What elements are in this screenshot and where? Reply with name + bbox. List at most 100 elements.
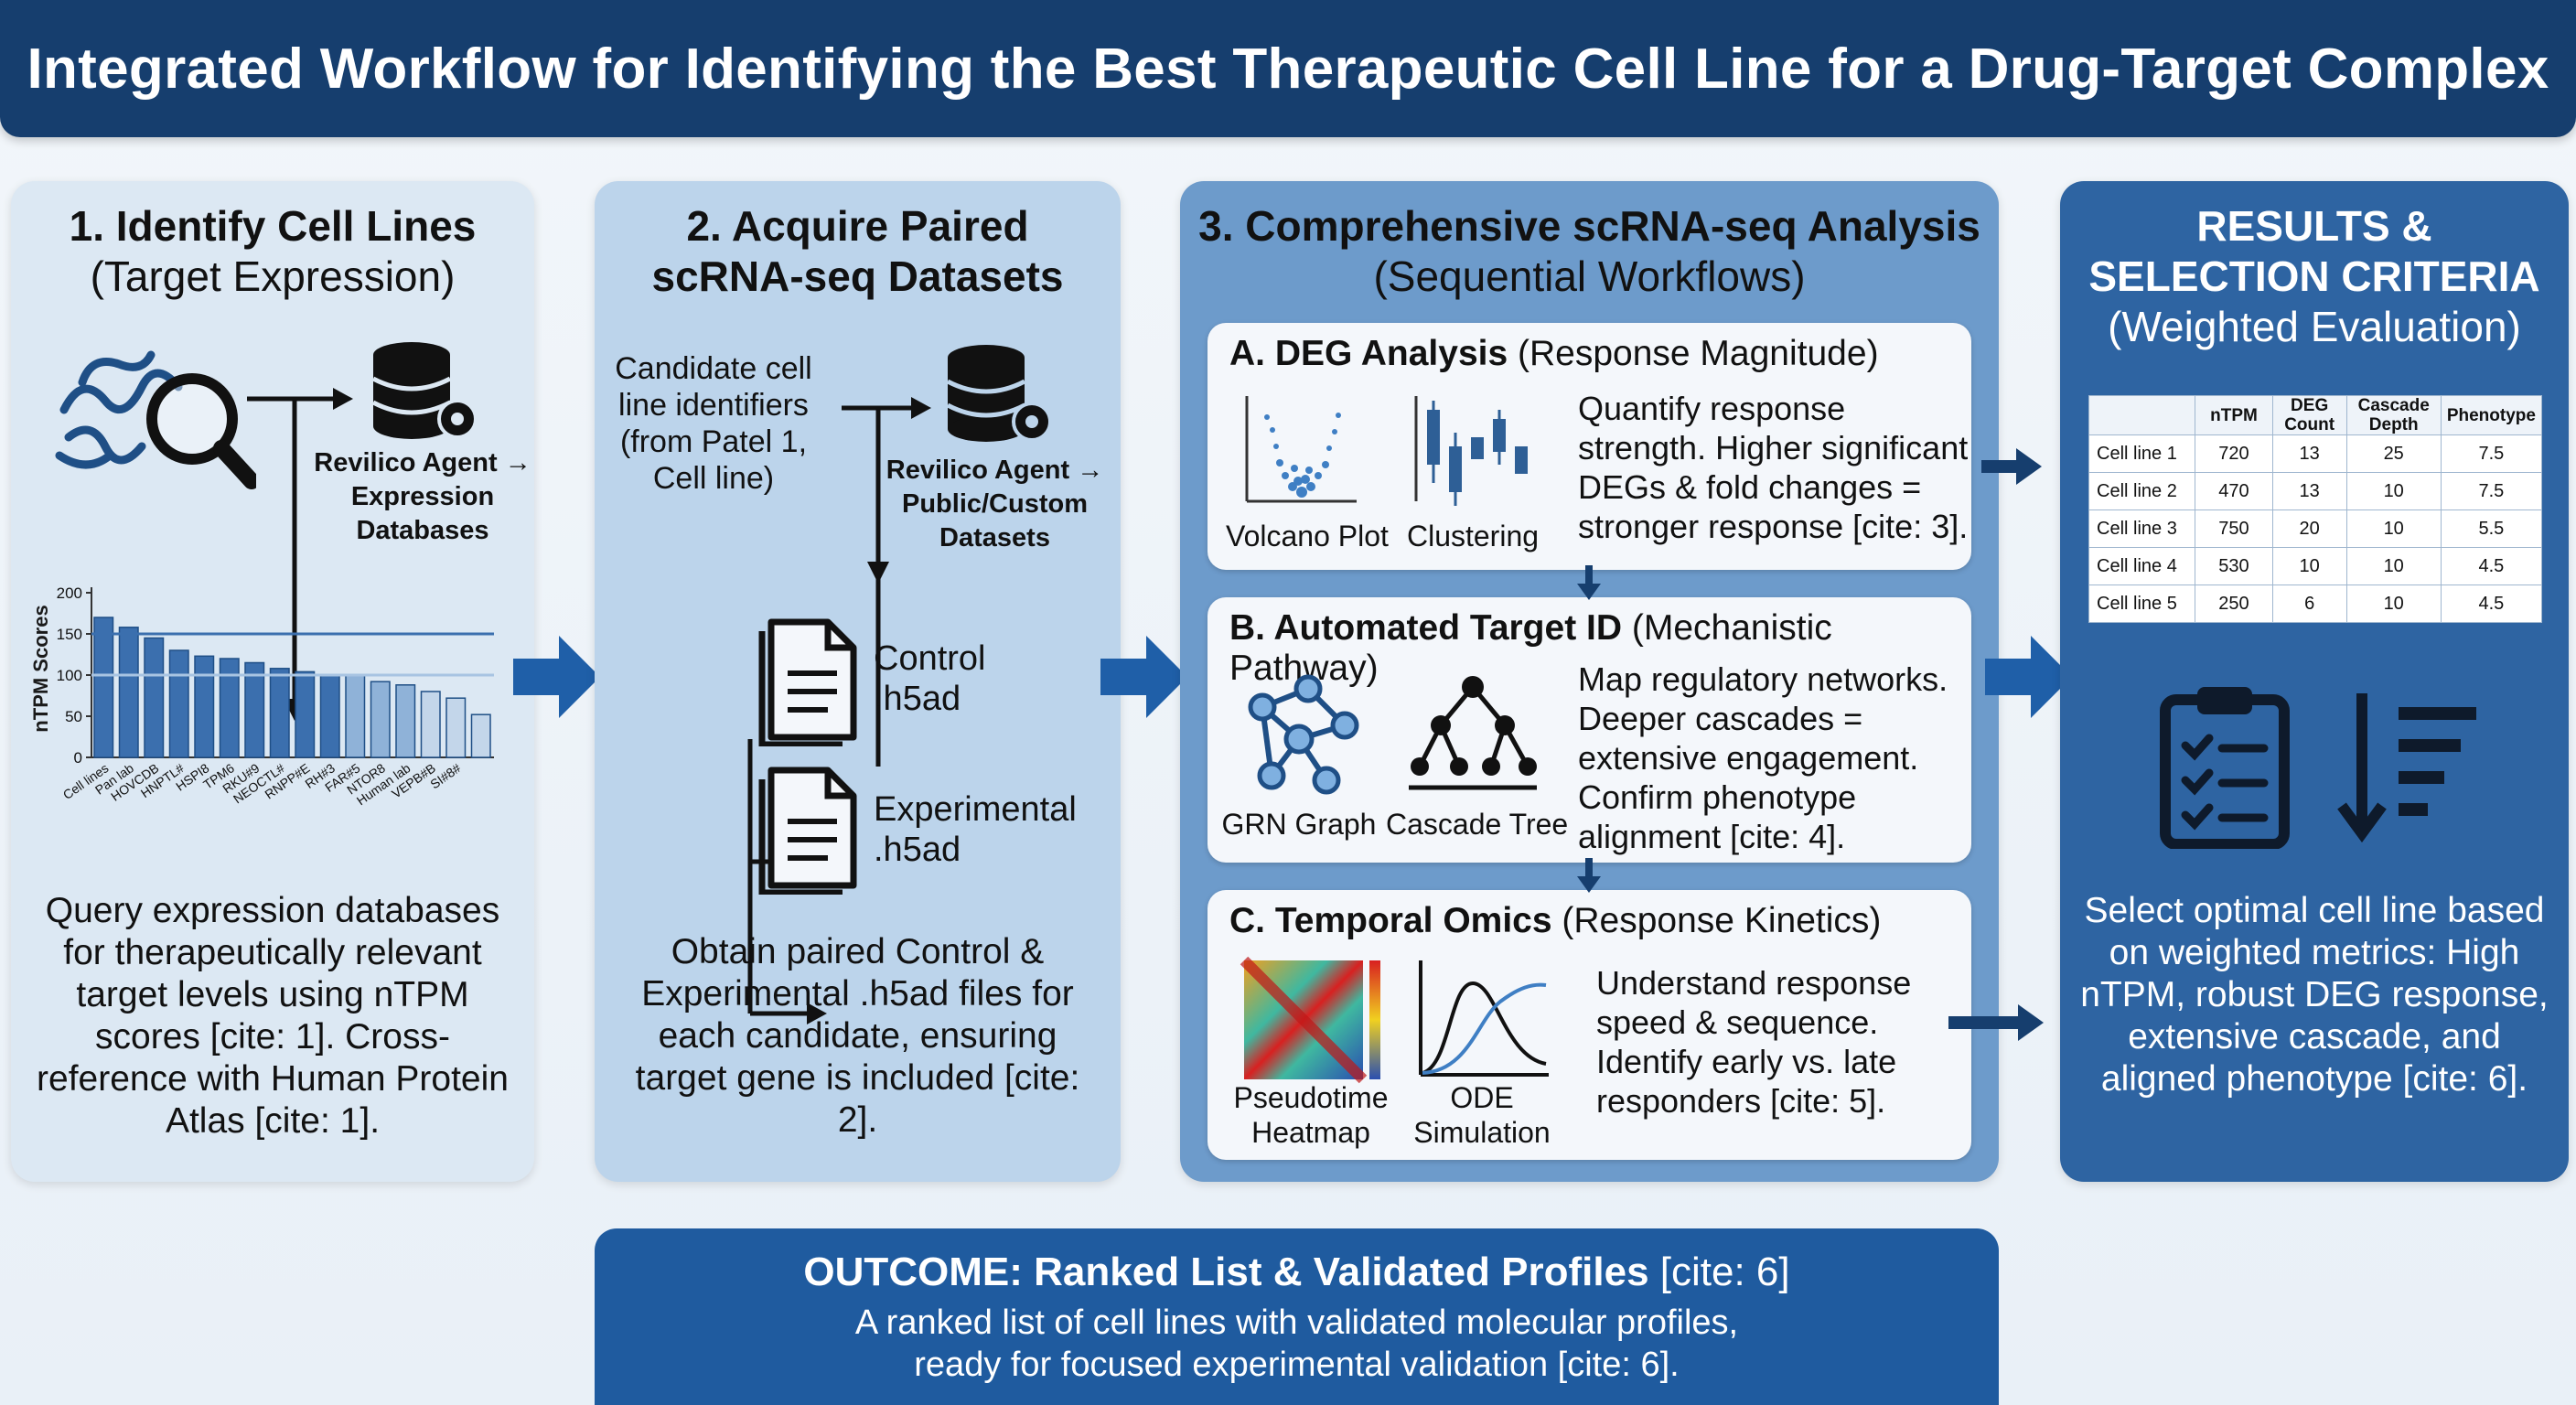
outcome-line1: A ranked list of cell lines with validat… [854, 1303, 1739, 1342]
table-cell: 13 [2271, 472, 2347, 510]
clustering-icon [1414, 396, 1528, 506]
table-cell: Cell line 4 [2088, 547, 2196, 585]
card-a-title: A. DEG Analysis [1229, 334, 1508, 373]
table-header-cell: Phenotype [2440, 395, 2543, 435]
table-cell: Cell line 1 [2088, 434, 2196, 473]
card-b-text: Map regulatory networks. Deeper cascades… [1578, 660, 1948, 855]
cascade-tree-icon [1409, 676, 1537, 790]
table-cell: 470 [2195, 472, 2273, 510]
panel1-agent-label: Revilico Agent → Expression Databases [314, 448, 531, 545]
table-cell: 10 [2345, 509, 2442, 548]
panel-acquire-datasets: 2. Acquire Paired scRNA-seq Datasets Can… [595, 181, 1121, 1182]
table-row: Cell line 4 530 10 10 4.5 [2088, 547, 2543, 585]
table-cell: Cell line 2 [2088, 472, 2196, 510]
title-banner: Integrated Workflow for Identifying the … [0, 0, 2576, 137]
chart-bar [295, 670, 316, 758]
table-cell: 530 [2195, 547, 2273, 585]
table-cell: 4.5 [2440, 547, 2543, 585]
panel-identify-cell-lines: 1. Identify Cell Lines (Target Expressio… [11, 181, 534, 1182]
chart-y-tick-label: 150 [57, 626, 82, 643]
clipboard-checklist-icon [2160, 687, 2290, 849]
table-row: Cell line 2 470 13 10 7.5 [2088, 472, 2543, 510]
table-cell: 7.5 [2440, 434, 2543, 473]
card-deg-analysis: A. DEG Analysis (Response Magnitude) Vol… [1208, 323, 1971, 570]
chart-bar [319, 674, 340, 758]
table-cell: 720 [2195, 434, 2273, 473]
experimental-file-icon [758, 767, 857, 895]
panel4-title-line1: RESULTS & [2196, 202, 2432, 250]
table-cell: 20 [2271, 509, 2347, 548]
chart-bar [345, 674, 366, 758]
table-cell: Cell line 3 [2088, 509, 2196, 548]
volcano-plot-icon [1245, 396, 1357, 503]
table-row: Cell line 1 720 13 25 7.5 [2088, 434, 2543, 473]
chart-y-tick-label: 0 [74, 749, 82, 767]
table-cell: 10 [2345, 585, 2442, 623]
chart-bar [445, 697, 467, 758]
panel1-subtitle: (Target Expression) [90, 252, 456, 300]
table-cell: 5.5 [2440, 509, 2543, 548]
panel4-title-line2: SELECTION CRITERIA [2088, 252, 2540, 300]
card-temporal-omics: C. Temporal Omics (Response Kinetics) [1208, 890, 1971, 1160]
table-cell: Cell line 5 [2088, 585, 2196, 623]
panel2-title-line1: 2. Acquire Paired [686, 202, 1029, 250]
table-cell: 250 [2195, 585, 2273, 623]
chart-y-tick-label: 200 [57, 585, 82, 602]
outcome-title: OUTCOME: Ranked List & Validated Profile… [803, 1249, 1649, 1294]
database-gear-icon [371, 342, 478, 439]
table-cell: 7.5 [2440, 472, 2543, 510]
control-file-icon [758, 618, 857, 746]
grn-graph-icon [1248, 674, 1359, 795]
chart-bar [269, 668, 290, 758]
outcome-line2: ready for focused experimental validatio… [914, 1346, 1680, 1384]
table-row: Cell line 5 250 6 10 4.5 [2088, 585, 2543, 623]
table-cell: 10 [2345, 547, 2442, 585]
chart-bar [470, 713, 491, 758]
chart-bar [194, 655, 215, 758]
chart-y-tick-label: 50 [65, 708, 82, 725]
pseudotime-heatmap-icon [1240, 956, 1380, 1084]
outcome-title-cite: [cite: 6] [1659, 1249, 1790, 1294]
table-header-cell [2088, 395, 2196, 435]
card-b-title: B. Automated Target ID [1229, 608, 1623, 648]
table-cell: 10 [2345, 472, 2442, 510]
table-header-cell: DEG Count [2271, 395, 2347, 435]
panel2-title-line2: scRNA-seq Datasets [651, 252, 1064, 300]
card-a-subtitle: (Response Magnitude) [1518, 334, 1879, 373]
flow-arrow-3-to-4 [1985, 636, 2072, 718]
ode-simulation-label: ODE Simulation [1413, 1081, 1551, 1149]
ode-simulation-icon [1419, 960, 1549, 1077]
chart-bar [93, 617, 114, 758]
card-c-title: C. Temporal Omics [1229, 901, 1552, 940]
table-cell: 6 [2271, 585, 2347, 623]
flow-arrow-1-to-2 [513, 636, 600, 718]
table-cell: 13 [2271, 434, 2347, 473]
cascade-tree-label: Cascade Tree [1386, 808, 1569, 841]
panel2-agent-label: Revilico Agent → Public/Custom Datasets [886, 456, 1104, 552]
down-arrow-b-to-c [1577, 858, 1601, 893]
pseudotime-heatmap-label: Pseudotime Heatmap [1233, 1081, 1389, 1149]
chart-bar [118, 627, 139, 758]
experimental-file-label: Experimental .h5ad [874, 790, 1077, 869]
table-cell: 750 [2195, 509, 2273, 548]
database-gear-icon [946, 345, 1052, 442]
results-table: nTPM DEG Count Cascade Depth Phenotype C… [2088, 395, 2543, 623]
panel3-title: 3. Comprehensive scRNA-seq Analysis [1198, 202, 1980, 250]
chart-bar [395, 684, 416, 758]
table-cell: 4.5 [2440, 585, 2543, 623]
card-c-subtitle: (Response Kinetics) [1562, 901, 1882, 940]
card-target-id: B. Automated Target ID (Mechanistic Path… [1208, 597, 1971, 863]
panel-scrna-analysis: 3. Comprehensive scRNA-seq Analysis (Seq… [1180, 181, 1999, 1182]
chart-bar [219, 658, 240, 758]
chart-bar [420, 691, 441, 758]
chart-bar [244, 661, 265, 758]
panel2-description: Obtain paired Control & Experimental .h5… [635, 932, 1080, 1140]
flow-arrow-2-to-3 [1100, 636, 1187, 718]
card-c-text: Understand response speed & sequence. Id… [1596, 964, 1912, 1120]
down-arrow-a-to-b [1577, 565, 1601, 600]
arrow-deg-to-results [1981, 448, 2042, 485]
panel-results-selection: RESULTS & SELECTION CRITERIA (Weighted E… [2060, 181, 2569, 1182]
table-header-cell: Cascade Depth [2345, 395, 2442, 435]
panel1-title: 1. Identify Cell Lines [69, 202, 477, 250]
